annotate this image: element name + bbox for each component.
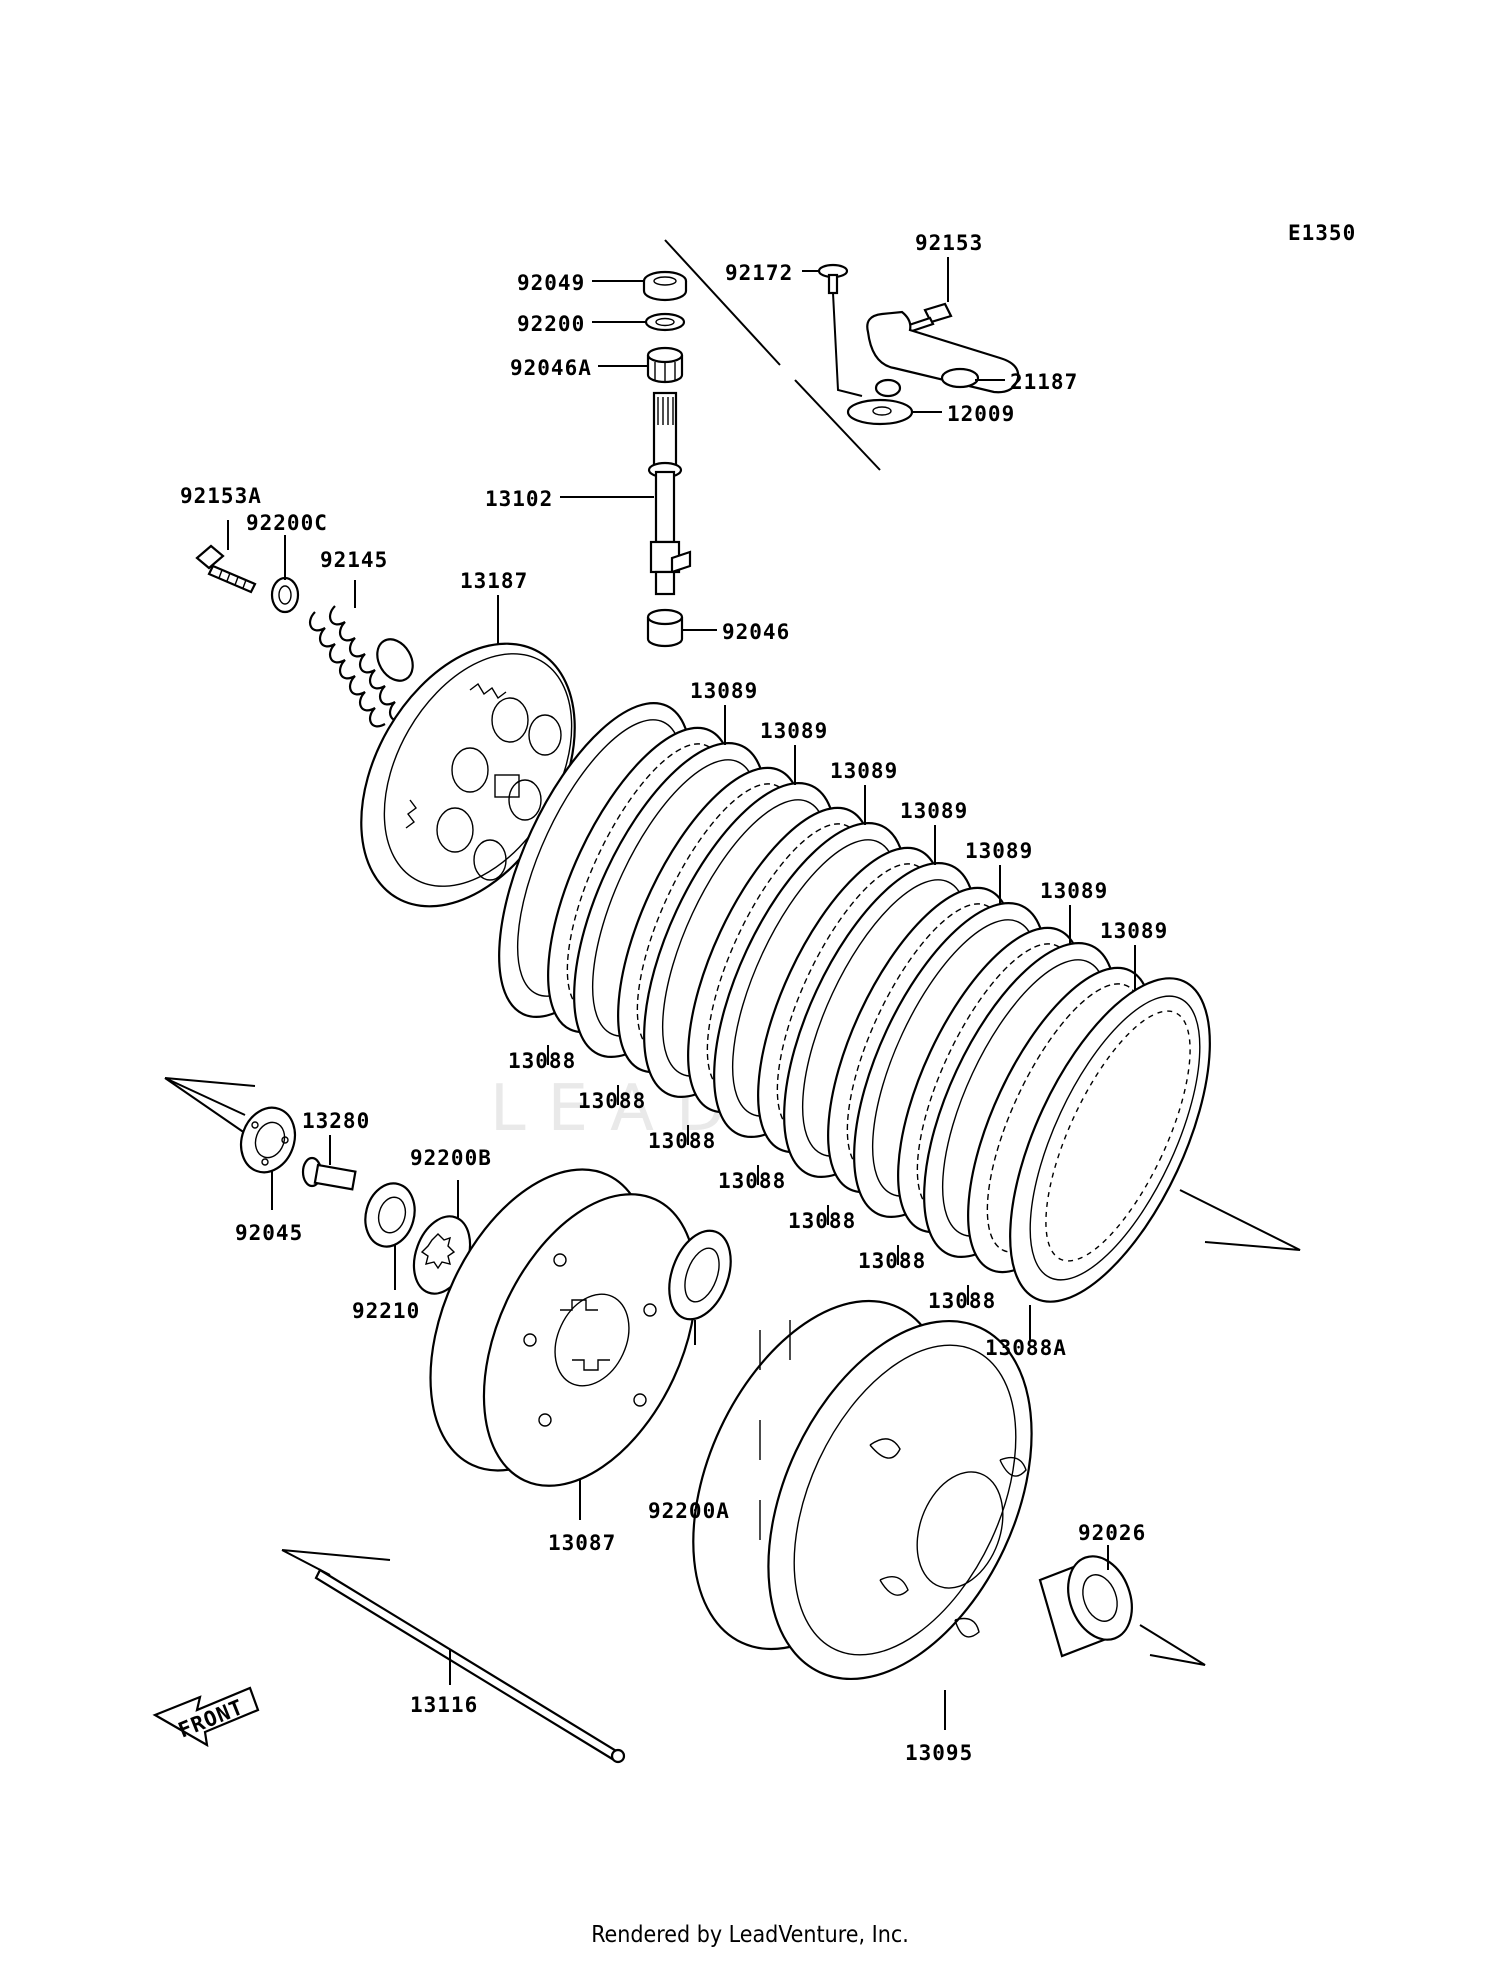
part-label-92172[interactable]: 92172 (725, 261, 793, 285)
part-label-13187[interactable]: 13187 (460, 569, 528, 593)
part-label-13088-3[interactable]: 13088 (648, 1129, 716, 1153)
part-label-92210[interactable]: 92210 (352, 1299, 420, 1323)
part-label-13088-4[interactable]: 13088 (718, 1169, 786, 1193)
pusher-13280[interactable] (301, 1156, 357, 1191)
axis-arrowhead-housing (1139, 1624, 1206, 1666)
part-label-13116[interactable]: 13116 (410, 1693, 478, 1717)
bolt-92153A[interactable] (195, 544, 257, 594)
part-label-92200[interactable]: 92200 (517, 312, 585, 336)
part-label-13089-4[interactable]: 13089 (900, 799, 968, 823)
part-label-13088-5[interactable]: 13088 (788, 1209, 856, 1233)
part-label-12009[interactable]: 12009 (947, 402, 1015, 426)
axis-arrowhead-pushrod (281, 1549, 391, 1576)
nut-92210[interactable] (359, 1178, 422, 1252)
release-lever-assembly (817, 263, 1020, 426)
clutch-hub-13087[interactable] (386, 1135, 739, 1520)
release-lever-21187[interactable] (866, 310, 1020, 398)
render-credit: Rendered by LeadVenture, Inc. (591, 1922, 909, 1948)
assembly-divider-line (664, 239, 781, 366)
bearing-92045[interactable] (232, 1100, 303, 1180)
front-direction-marker: FRONT (152, 1686, 260, 1748)
part-label-13088-1[interactable]: 13088 (508, 1049, 576, 1073)
part-label-92200B[interactable]: 92200B (410, 1146, 492, 1170)
part-label-92049[interactable]: 92049 (517, 271, 585, 295)
diagram-code: E1350 (1288, 221, 1356, 245)
screw-path-line (832, 292, 863, 397)
clutch-plate-stack (498, 702, 1251, 1330)
part-label-92200A[interactable]: 92200A (648, 1499, 730, 1523)
assembly-divider-line-lower (794, 379, 881, 471)
part-label-13102[interactable]: 13102 (485, 487, 553, 511)
collar-92200C[interactable] (270, 576, 300, 614)
needle-bearing-92046A[interactable] (646, 346, 684, 384)
part-label-13089-2[interactable]: 13089 (760, 719, 828, 743)
part-label-13088-7[interactable]: 13088 (928, 1289, 996, 1313)
push-rod-13116[interactable] (314, 1568, 626, 1764)
part-label-13089-3[interactable]: 13089 (830, 759, 898, 783)
part-label-21187[interactable]: 21187 (1010, 370, 1078, 394)
washer-92200A[interactable] (658, 1222, 742, 1328)
part-label-13088-6[interactable]: 13088 (858, 1249, 926, 1273)
part-label-92045[interactable]: 92045 (235, 1221, 303, 1245)
part-label-92145[interactable]: 92145 (320, 548, 388, 572)
screw-92172[interactable] (817, 263, 849, 295)
part-label-92046A[interactable]: 92046A (510, 356, 592, 380)
part-labels: 92049 92200 92046A 13102 92046 92172 921… (180, 231, 1168, 1765)
pressure-spring-assembly (195, 544, 420, 728)
part-label-13088A[interactable]: 13088A (985, 1336, 1067, 1360)
plate-12009[interactable] (846, 398, 914, 426)
part-label-92153[interactable]: 92153 (915, 231, 983, 255)
part-label-13088-2[interactable]: 13088 (578, 1089, 646, 1113)
release-shaft-13102[interactable] (647, 391, 692, 596)
part-label-92200C[interactable]: 92200C (246, 511, 328, 535)
part-label-13089-1[interactable]: 13089 (690, 679, 758, 703)
push-rod-assembly (642, 239, 881, 648)
axis-arrowhead-right (1179, 1189, 1301, 1251)
part-label-92046[interactable]: 92046 (722, 620, 790, 644)
part-label-13089-6[interactable]: 13089 (1040, 879, 1108, 903)
part-label-13089-5[interactable]: 13089 (965, 839, 1033, 863)
part-label-13087[interactable]: 13087 (548, 1531, 616, 1555)
part-label-92153A[interactable]: 92153A (180, 484, 262, 508)
part-label-13280[interactable]: 13280 (302, 1109, 370, 1133)
part-label-13089-7[interactable]: 13089 (1100, 919, 1168, 943)
clutch-housing-13095[interactable] (642, 1261, 1084, 1721)
washer-92200[interactable] (644, 312, 686, 332)
part-label-13095[interactable]: 13095 (905, 1741, 973, 1765)
axis-line-left (164, 1077, 246, 1116)
part-label-92026[interactable]: 92026 (1078, 1521, 1146, 1545)
needle-bearing-92046[interactable] (646, 608, 684, 648)
axis-arrowhead-left (164, 1077, 256, 1141)
oil-seal-92049[interactable] (642, 270, 688, 302)
clutch-plate-13088A[interactable] (969, 950, 1251, 1330)
spring-92145[interactable] (308, 605, 420, 728)
leader-lines (227, 257, 1136, 1730)
collar-92026[interactable] (1038, 1547, 1143, 1658)
